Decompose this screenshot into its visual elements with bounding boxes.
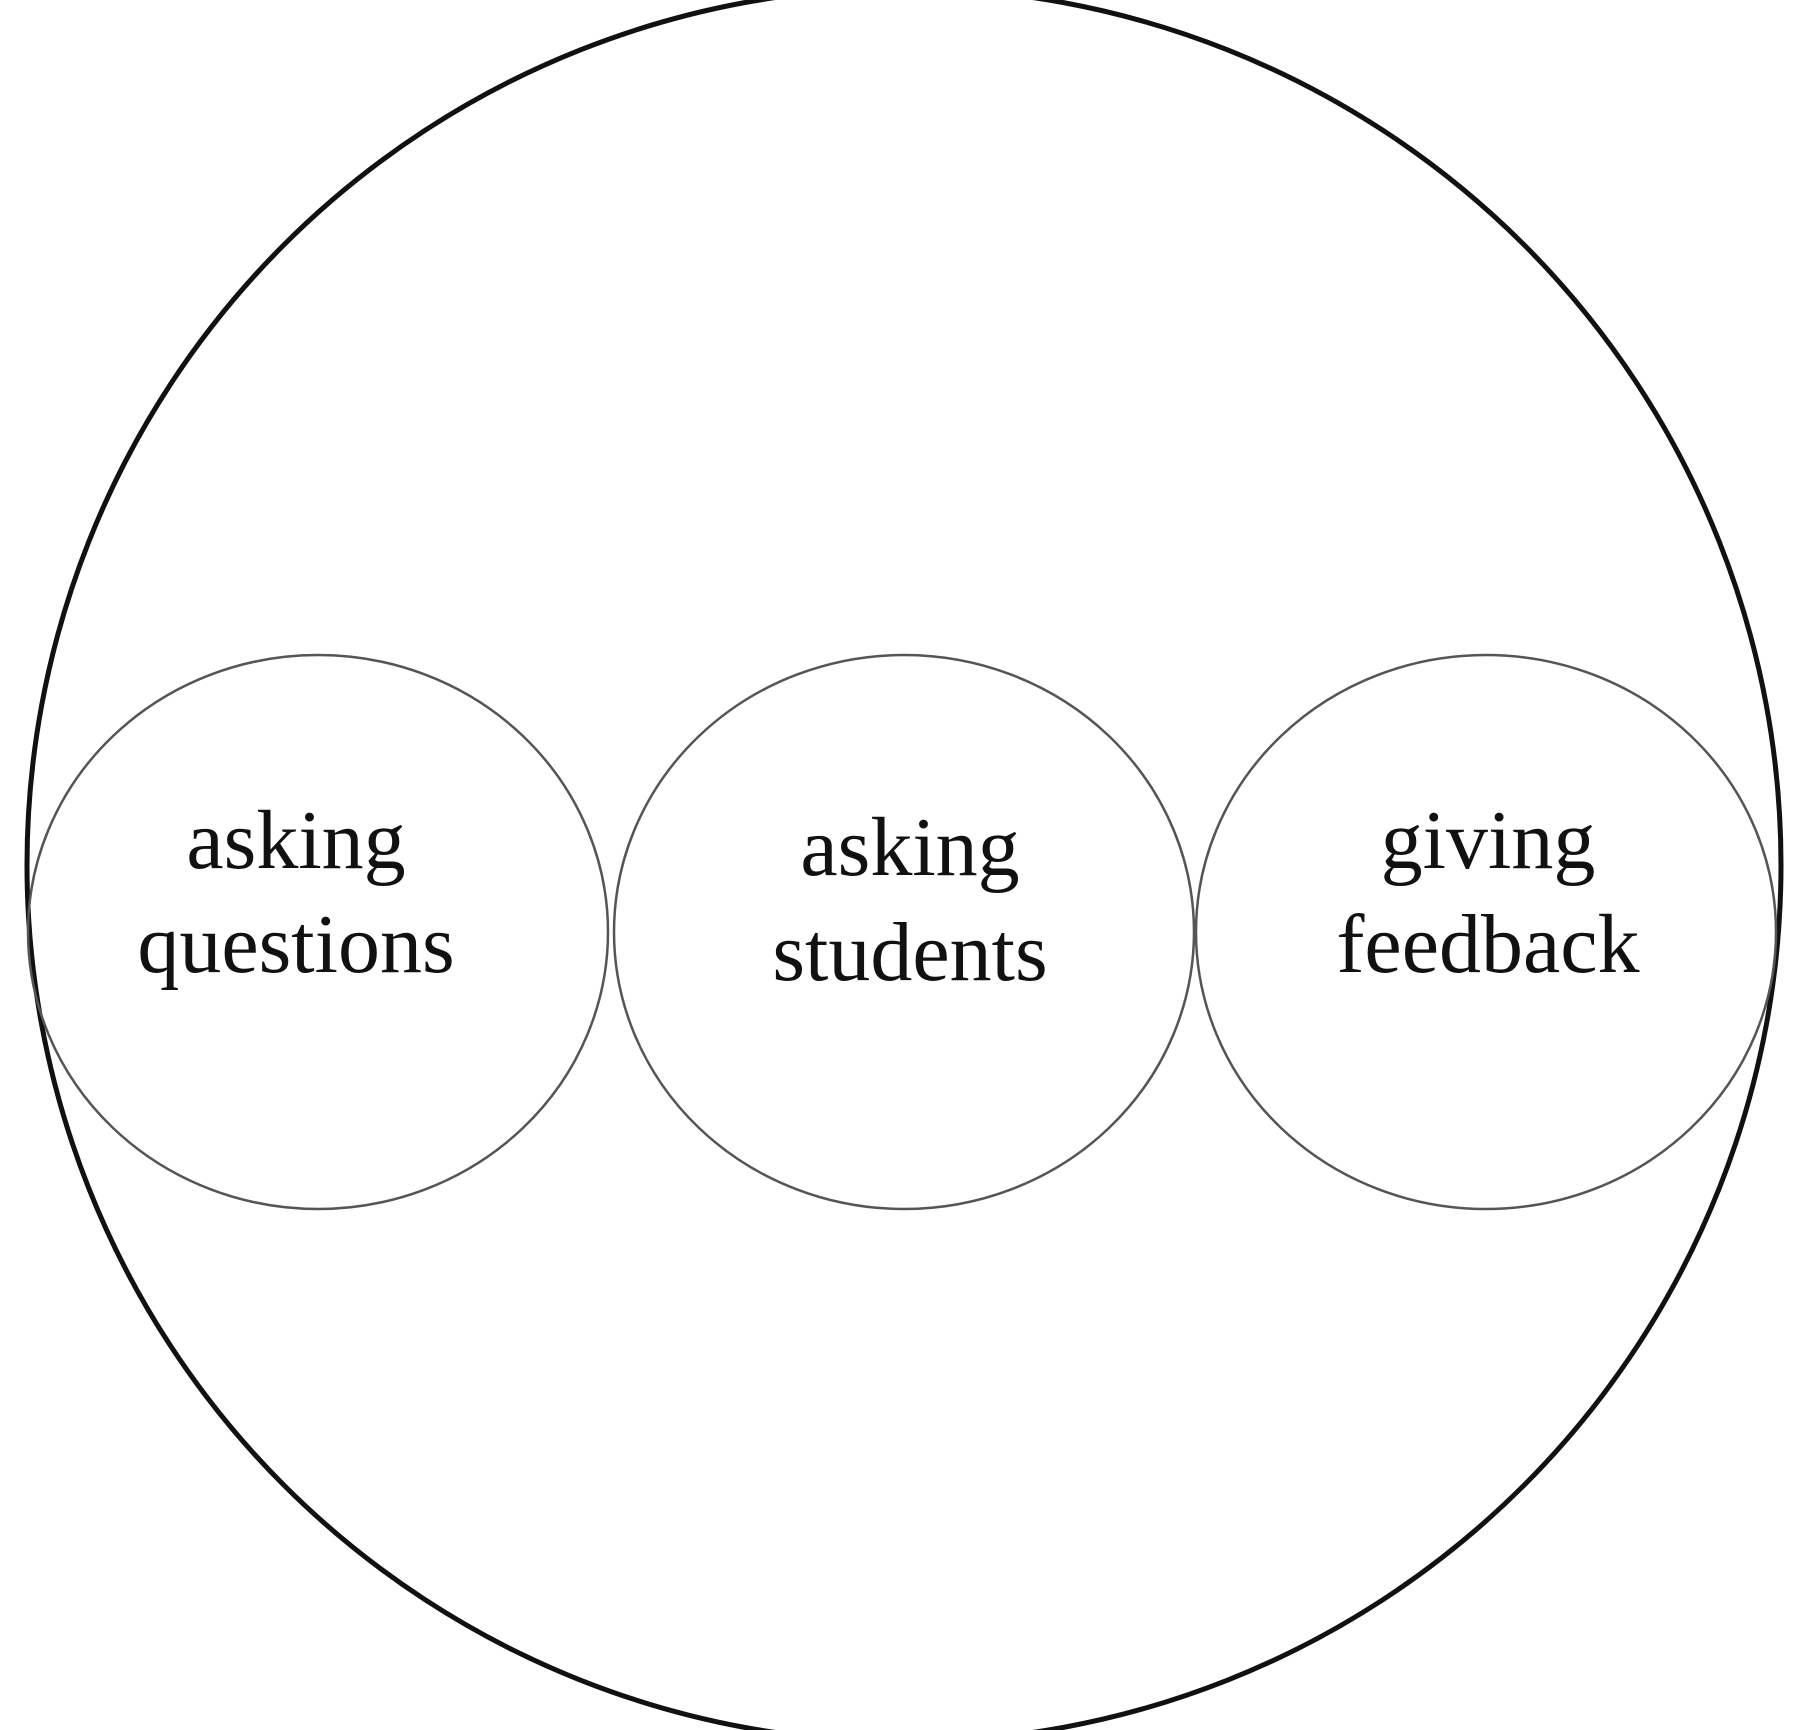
node-circle: [26, 653, 610, 1211]
node-label-line2: students: [772, 906, 1047, 999]
node-label-line1: asking: [186, 794, 405, 887]
node-circle: [612, 653, 1196, 1211]
outer-circle: [24, 0, 1784, 1730]
node-label-line1: asking: [800, 801, 1019, 894]
node-asking-students: asking students: [612, 653, 1196, 1211]
node-label-line1: giving: [1381, 794, 1596, 887]
node-label-line2: questions: [137, 898, 454, 991]
node-asking-questions: asking questions: [26, 653, 610, 1211]
node-circle: [1194, 653, 1778, 1211]
node-giving-feedback: giving feedback: [1194, 653, 1778, 1211]
node-label-line2: feedback: [1336, 898, 1639, 991]
